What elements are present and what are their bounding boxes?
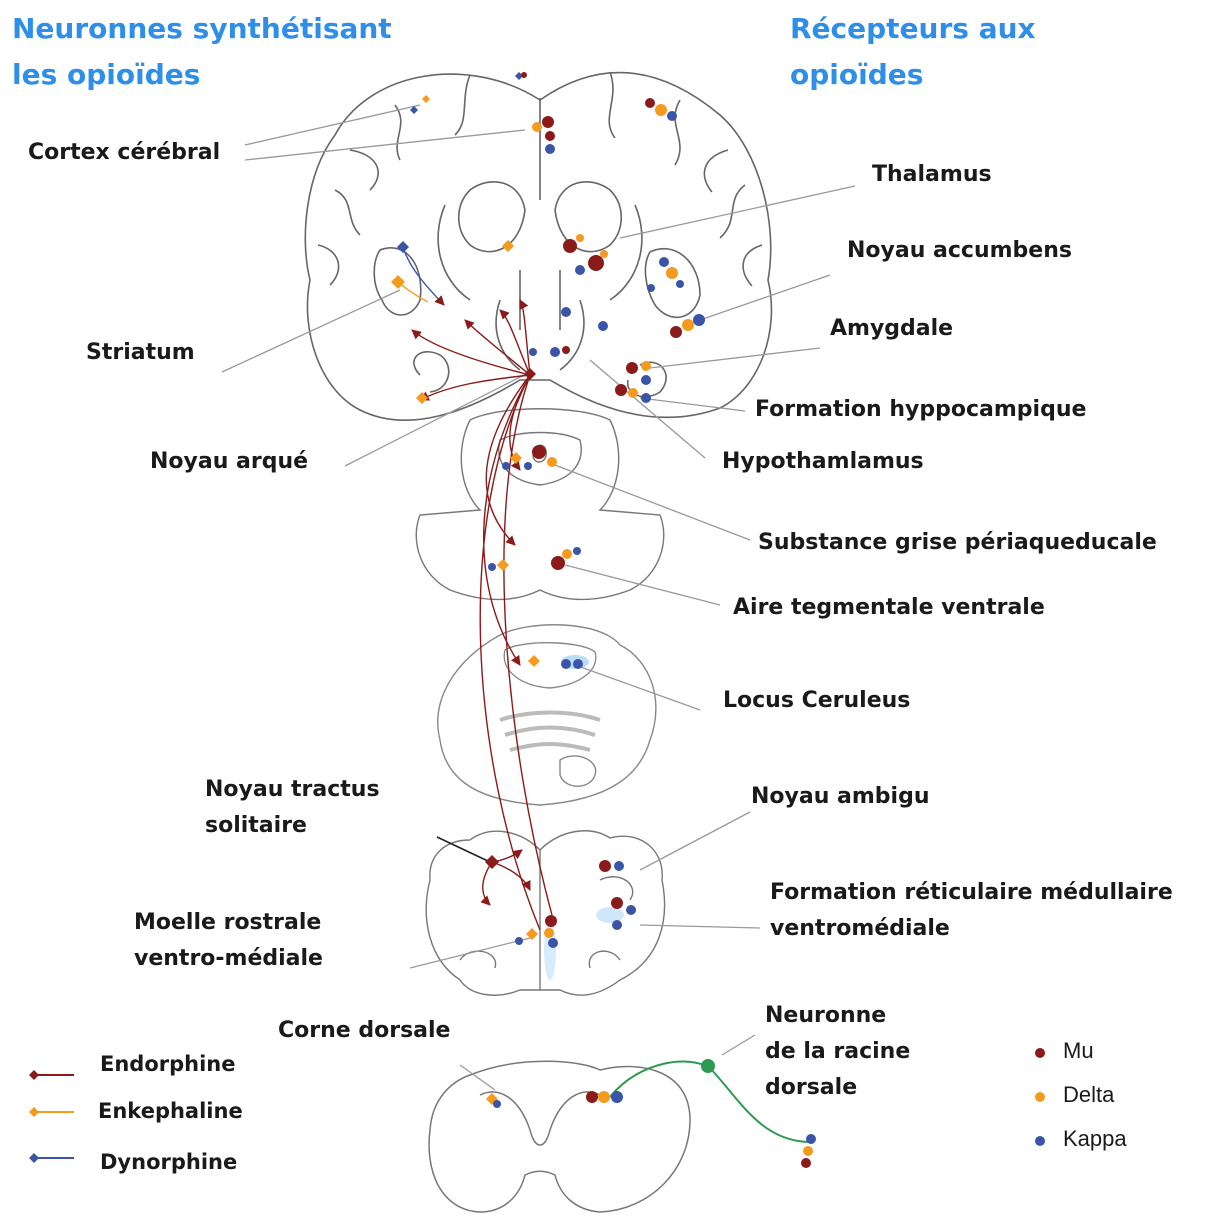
label-accumbens: Noyau accumbens — [847, 233, 1072, 269]
label-drg-line-2: de la racine — [765, 1034, 910, 1070]
legend-mu: Mu — [1063, 1038, 1094, 1064]
label-locus: Locus Ceruleus — [723, 683, 910, 719]
pons-section — [438, 625, 656, 805]
label-corne: Corne dorsale — [278, 1013, 450, 1049]
label-ambigu: Noyau ambigu — [751, 779, 930, 815]
spinal-cord-section — [429, 1061, 690, 1212]
label-nts: Noyau tractus solitaire — [205, 772, 380, 844]
label-drg: Neuronne de la racine dorsale — [765, 998, 910, 1106]
header-right: Récepteurs aux opioïdes — [790, 6, 1036, 98]
label-rvm: Moelle rostrale ventro-médiale — [134, 905, 323, 977]
peptide-legend-lines — [29, 1070, 74, 1163]
label-hypothalamus: Hypothamlamus — [722, 444, 924, 480]
label-vta: Aire tegmentale ventrale — [733, 590, 1045, 626]
right-temporal — [645, 249, 700, 318]
label-reticulaire-line-1: Formation réticulaire médullaire — [770, 875, 1173, 911]
label-nts-line-1: Noyau tractus — [205, 772, 380, 808]
midbrain-section — [416, 409, 664, 600]
legend-dynorphine: Dynorphine — [100, 1150, 237, 1174]
legend-endorphine: Endorphine — [100, 1052, 236, 1076]
legend-delta: Delta — [1063, 1082, 1114, 1108]
label-arque: Noyau arqué — [150, 444, 308, 480]
header-left: Neuronnes synthétisant les opioïdes — [12, 6, 392, 98]
header-right-line-1: Récepteurs aux — [790, 6, 1036, 52]
receptor-legend-dots — [1035, 1048, 1045, 1146]
header-left-line-2: les opioïdes — [12, 52, 392, 98]
header-left-line-1: Neuronnes synthétisant — [12, 6, 392, 52]
enkephalin-projection — [398, 282, 428, 302]
label-reticulaire: Formation réticulaire médullaire ventrom… — [770, 875, 1173, 947]
label-pag: Substance grise périaqueducale — [758, 525, 1157, 561]
label-thalamus: Thalamus — [872, 157, 992, 193]
label-rvm-line-2: ventro-médiale — [134, 941, 323, 977]
label-reticulaire-line-2: ventromédiale — [770, 911, 1173, 947]
header-right-line-2: opioïdes — [790, 52, 1036, 98]
label-rvm-line-1: Moelle rostrale — [134, 905, 323, 941]
legend-kappa: Kappa — [1063, 1126, 1127, 1152]
label-hippocampe: Formation hyppocampique — [755, 392, 1086, 428]
label-nts-line-2: solitaire — [205, 808, 380, 844]
label-striatum: Striatum — [86, 335, 195, 371]
left-hippocampus — [414, 352, 449, 392]
label-drg-line-1: Neuronne — [765, 998, 910, 1034]
endorphin-projections — [412, 300, 552, 930]
label-amygdale: Amygdale — [830, 311, 953, 347]
synthesizing-neurons — [391, 72, 540, 1105]
label-cortex: Cortex cérébral — [28, 135, 220, 171]
label-drg-line-3: dorsale — [765, 1070, 910, 1106]
drg-cell-body — [701, 1059, 715, 1073]
legend-enkephaline: Enkephaline — [98, 1099, 243, 1123]
